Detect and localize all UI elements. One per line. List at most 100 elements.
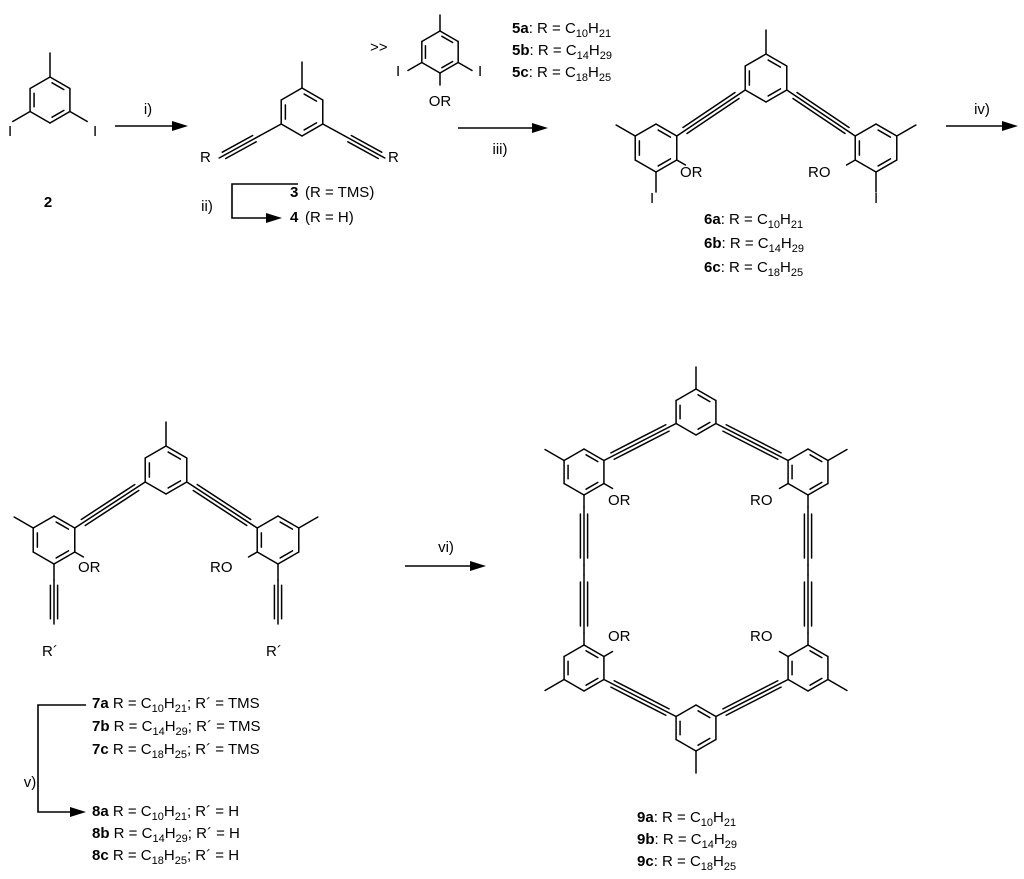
alkyne-bond xyxy=(610,423,667,454)
alkoxy-label: OR xyxy=(78,559,101,576)
alkyne-bond xyxy=(186,481,258,529)
ring-bond xyxy=(875,123,898,137)
alkyne-bond xyxy=(80,483,136,521)
ring-bond xyxy=(563,678,585,692)
compound-8c-formula: 8c R = C18H25; R´ = H xyxy=(92,847,239,867)
alkyne-bond xyxy=(74,481,146,529)
bond xyxy=(322,123,346,137)
ring-bond xyxy=(563,482,585,496)
ring-bond xyxy=(563,644,585,658)
arrow-step-i xyxy=(115,121,188,131)
ring-bond xyxy=(787,482,809,496)
compound-9a-formula: 9a: R = C10H21 xyxy=(637,809,736,829)
ring-double-bond xyxy=(767,59,782,68)
ring-bond xyxy=(695,738,717,752)
alkyne-bond xyxy=(603,678,677,718)
compound-7a-formula: 7a R = C10H21; R´ = TMS xyxy=(92,695,260,715)
alkyne-bond xyxy=(218,135,260,159)
c-o-bond xyxy=(778,650,789,658)
ring-bond xyxy=(675,704,697,718)
ring-bond xyxy=(29,76,51,90)
ring-double-bond xyxy=(809,454,823,463)
ring-double-bond xyxy=(809,677,823,686)
ring-bond xyxy=(256,515,279,529)
c-i-bond xyxy=(69,110,88,123)
alkoxy-label: RO xyxy=(808,164,831,181)
c-o-bond xyxy=(676,159,687,166)
alkyne-bond xyxy=(722,430,779,461)
ring-bond xyxy=(695,422,717,436)
alkyne-bond xyxy=(796,91,850,129)
ring-double-bond xyxy=(657,129,672,138)
ring-double-bond xyxy=(877,158,892,167)
ring-double-bond xyxy=(51,109,65,118)
ring-bond xyxy=(53,515,76,529)
compound-9b-formula: 9b: R = C14H29 xyxy=(637,831,737,851)
compound-5a-formula: 5a: R = C10H21 xyxy=(512,20,611,40)
alkyne-bond xyxy=(682,91,736,129)
step-ii-label: ii) xyxy=(201,198,213,215)
ring-double-bond xyxy=(441,35,454,44)
methyl-bond xyxy=(827,678,848,692)
ring-bond xyxy=(144,481,167,495)
iodine-label: I xyxy=(874,190,878,207)
ring-bond xyxy=(634,123,657,137)
ring-double-bond xyxy=(167,451,182,460)
compound-4-desc: (R = H) xyxy=(305,209,354,226)
ring-bond xyxy=(280,123,303,137)
alkyne-bond xyxy=(686,97,740,135)
ring-double-bond xyxy=(303,93,318,102)
ring-bond xyxy=(695,704,717,718)
step-vi-label: vi) xyxy=(438,539,454,556)
r-group-label: R xyxy=(200,149,211,166)
alkyne-bond xyxy=(610,686,667,717)
ring-bond xyxy=(807,678,829,692)
ring-bond xyxy=(439,30,459,43)
c-o-bond xyxy=(845,159,856,166)
ring-bond xyxy=(807,644,829,658)
ring-double-bond xyxy=(51,82,65,91)
methyl-bond xyxy=(544,678,565,692)
compound-7b-formula: 7b R = C14H29; R´ = TMS xyxy=(92,718,260,738)
alkoxy-label: OR xyxy=(608,628,631,645)
iodine-label: I xyxy=(396,63,400,80)
bond xyxy=(258,123,282,137)
ring-bond xyxy=(583,448,605,462)
ring-bond xyxy=(787,448,809,462)
methyl-bond xyxy=(544,448,565,462)
alkyne-bond xyxy=(196,483,252,521)
iodine-label: I xyxy=(8,123,12,140)
r-group-label: R xyxy=(388,149,399,166)
ring-bond xyxy=(854,123,877,137)
ring-double-bond xyxy=(585,454,599,463)
compound-6b-formula: 6b: R = C14H29 xyxy=(704,235,804,255)
iodine-label: I xyxy=(478,63,482,80)
c-i-bond xyxy=(407,61,423,72)
ring-double-bond xyxy=(279,521,294,530)
ring-bond xyxy=(787,644,809,658)
alkyne-bond xyxy=(347,141,379,160)
ring-bond xyxy=(675,422,697,436)
ring-double-bond xyxy=(441,60,454,69)
alkyne-bond xyxy=(722,679,779,710)
ring-bond xyxy=(563,448,585,462)
ring-double-bond xyxy=(585,650,599,659)
ring-double-bond xyxy=(697,710,711,719)
alkyne-bond xyxy=(221,134,254,153)
r-prime-label: R´ xyxy=(42,643,58,660)
compound-4-label: 4 xyxy=(290,209,299,226)
c-i-bond xyxy=(12,110,31,123)
ring-bond xyxy=(655,123,678,137)
alkoxy-label: RO xyxy=(210,559,233,576)
ring-double-bond xyxy=(877,129,892,138)
ring-bond xyxy=(301,87,324,101)
iodine-label: I xyxy=(93,123,97,140)
compound-7c-formula: 7c R = C18H25; R´ = TMS xyxy=(92,741,260,761)
compound-6a-formula: 6a: R = C10H21 xyxy=(704,211,803,231)
methyl-bond xyxy=(298,516,319,529)
compound-6c-formula: 6c: R = C18H25 xyxy=(704,259,803,279)
methyl-bond xyxy=(13,516,34,529)
alkyne-bond xyxy=(613,679,670,710)
alkyne-bond xyxy=(725,686,782,717)
